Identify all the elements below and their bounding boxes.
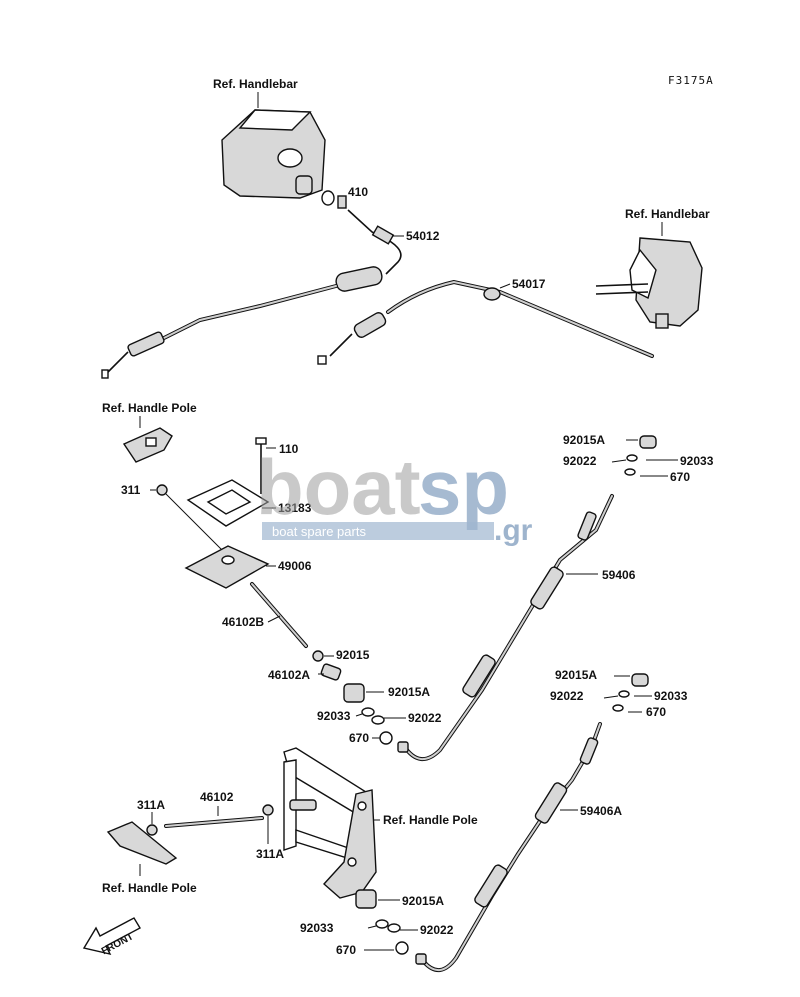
ref-handle-pole-top: Ref. Handle Pole (102, 401, 197, 415)
label-92015A-c: 92015A (555, 668, 597, 682)
watermark-brand-b: sp (418, 443, 509, 531)
label-670-a: 670 (349, 731, 369, 745)
label-59406A: 59406A (580, 804, 622, 818)
label-311: 311 (121, 483, 141, 497)
label-670-d: 670 (336, 943, 356, 957)
ref-handle-pole-bottom: Ref. Handle Pole (102, 881, 197, 895)
label-92033-b: 92033 (680, 454, 714, 468)
ref-handlebar-right: Ref. Handlebar (625, 207, 710, 221)
label-92022-b: 92022 (563, 454, 597, 468)
front-arrow-icon: FRONT (82, 917, 141, 957)
label-92022-a: 92022 (408, 711, 442, 725)
label-92022-c: 92022 (550, 689, 584, 703)
label-92015A-d: 92015A (402, 894, 444, 908)
label-54017: 54017 (512, 277, 546, 291)
label-49006: 49006 (278, 559, 312, 573)
handlebar-housing-right (595, 237, 703, 329)
plate-49006 (184, 545, 270, 589)
label-92033-a: 92033 (317, 709, 351, 723)
ref-handle-pole-mid: Ref. Handle Pole (383, 813, 478, 827)
handle-pole-bracket-bottom (106, 821, 178, 865)
label-59406: 59406 (602, 568, 636, 582)
watermark-logo: boat sp .gr boat spare parts (256, 443, 533, 547)
label-410: 410 (348, 185, 368, 199)
label-92015: 92015 (336, 648, 370, 662)
label-13183: 13183 (278, 501, 312, 515)
label-46102A: 46102A (268, 668, 310, 682)
label-92022-d: 92022 (420, 923, 454, 937)
ref-handlebar-left: Ref. Handlebar (213, 77, 298, 91)
label-670-b: 670 (670, 470, 690, 484)
label-92015A-b: 92015A (563, 433, 605, 447)
label-92033-d: 92033 (300, 921, 334, 935)
label-54012: 54012 (406, 229, 440, 243)
label-46102B: 46102B (222, 615, 264, 629)
handle-pole-frame (283, 747, 377, 899)
label-311A-a: 311A (137, 798, 165, 812)
label-670-c: 670 (646, 705, 666, 719)
label-110: 110 (279, 442, 299, 456)
watermark-brand-a: boat (256, 443, 421, 531)
label-92015A-a: 92015A (388, 685, 430, 699)
label-46102: 46102 (200, 790, 234, 804)
handlebar-housing-left (221, 109, 326, 199)
watermark-tld: .gr (494, 514, 533, 547)
watermark-tagline: boat spare parts (272, 524, 366, 539)
diagram-code: F3175A (668, 74, 714, 87)
label-311A-b: 311A (256, 847, 284, 861)
label-92033-c: 92033 (654, 689, 688, 703)
